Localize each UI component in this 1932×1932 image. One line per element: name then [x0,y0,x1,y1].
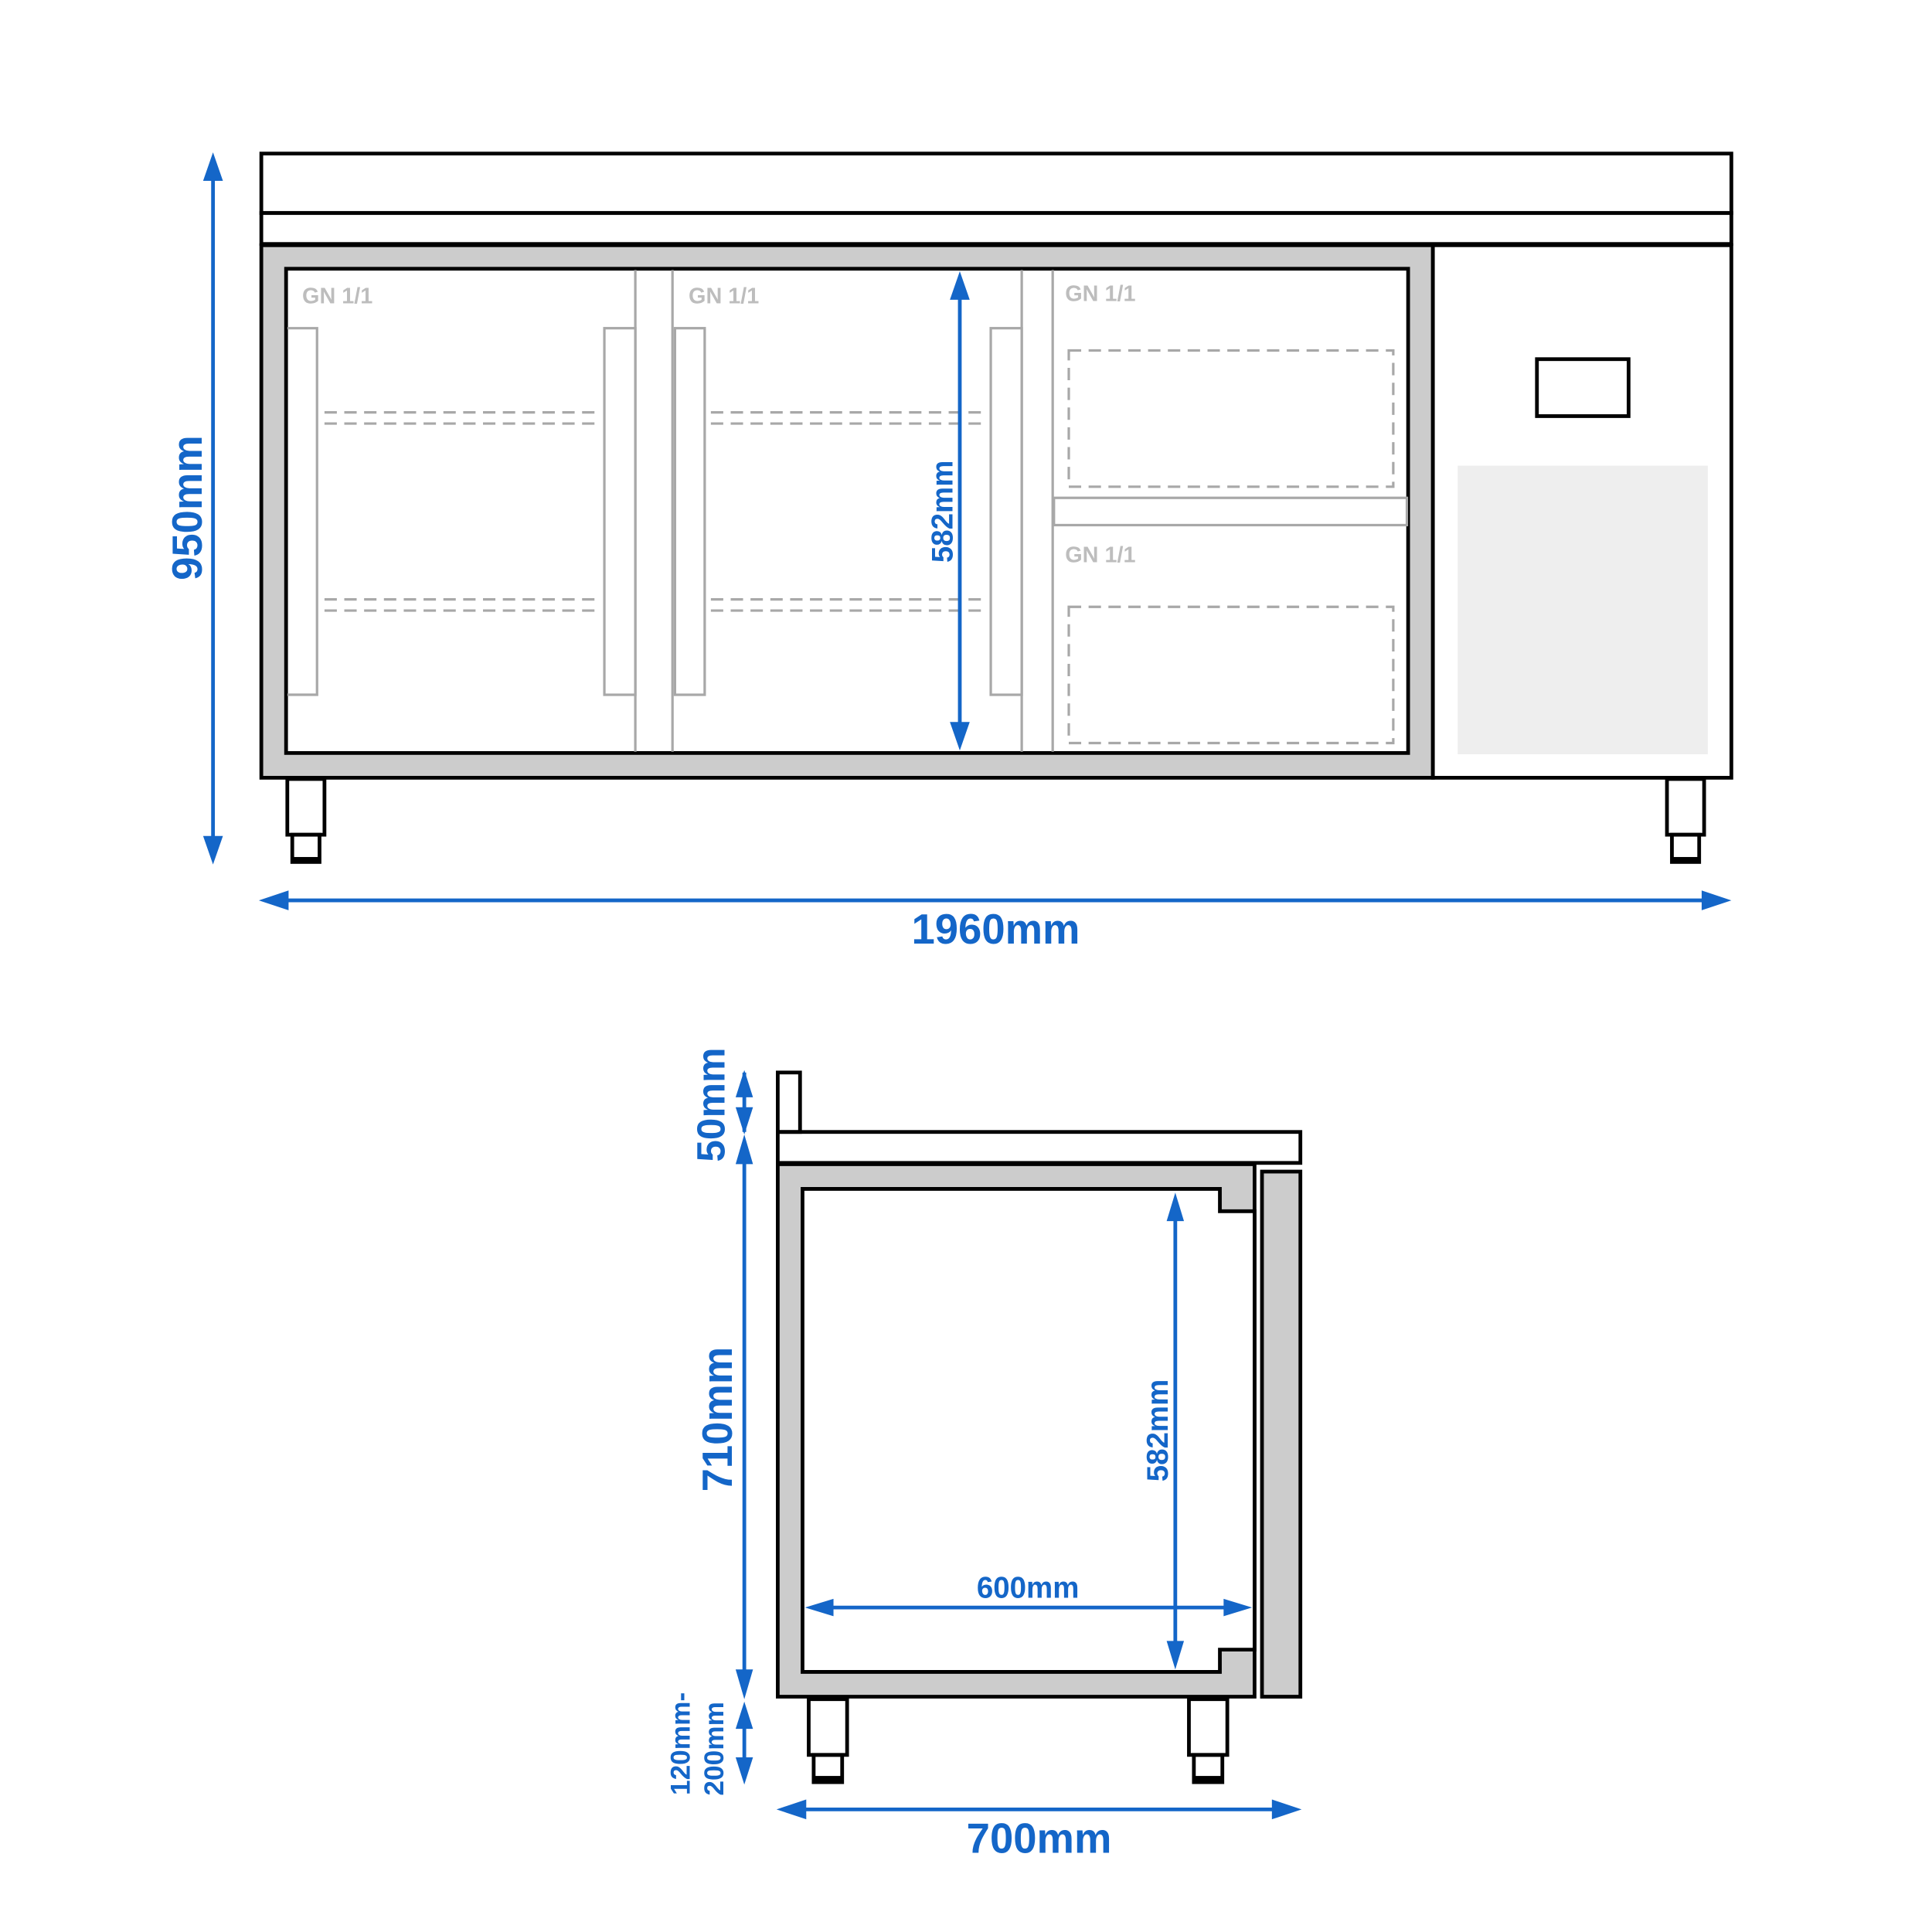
width-label: 1960mm [911,906,1080,953]
shelf-rail [324,598,595,612]
dimension-height: 950mm [164,152,223,865]
control-display [1535,357,1631,418]
leg-height-label-line1: 120mm- [666,1692,696,1795]
inner-depth-label: 600mm [977,1571,1080,1604]
side-inner-height-label: 582mm [1141,1379,1175,1482]
shelf-rail [324,411,595,425]
side-leg-left [807,1697,849,1784]
side-leg-right [1187,1697,1230,1784]
height-label: 950mm [164,435,211,580]
gn-label: GN 1/1 [1065,543,1135,568]
dimension-leg-height: 120mm- 200mm [666,1692,753,1796]
drawers: GN 1/1 GN 1/1 [1053,281,1409,745]
side-upstand [776,1070,802,1134]
gn-container-bottom [1067,605,1395,745]
side-door [1260,1169,1303,1699]
leg-height-label-line2: 200mm [699,1702,730,1796]
cabinet-opening [284,267,1410,755]
gn-container-top [1067,349,1395,488]
front-leg-left [285,777,327,864]
drawer-divider [1053,496,1409,527]
depth-label: 700mm [967,1815,1112,1862]
side-worktop [776,1130,1303,1165]
body-height-label: 710mm [694,1347,741,1492]
dimension-depth: 700mm [776,1799,1302,1862]
dimension-inner-depth: 600mm [804,1571,1253,1617]
side-view: 50mm 710mm 120mm- 200mm 700mm [666,1047,1303,1862]
gn-label: GN 1/1 [302,284,372,309]
door-1-left-handle [287,327,318,696]
gn-label: GN 1/1 [689,284,759,309]
dimension-body-height: 710mm [694,1134,753,1699]
dimension-upstand: 50mm [689,1047,753,1162]
door-2-left-handle [673,327,706,696]
shelf-rail [710,598,981,612]
dimension-side-inner-height: 582mm [1141,1192,1185,1670]
upstand-label: 50mm [689,1047,733,1162]
dimension-inner-height: 582mm [926,270,970,751]
shelf-rail [710,411,981,425]
front-view: GN 1/1 GN 1/1 GN 1/1 GN 1/1 [164,151,1733,953]
door-2: GN 1/1 [673,270,1054,752]
dimension-width: 1960mm [258,890,1732,953]
side-interior [801,1187,1257,1674]
front-worktop [259,211,1733,247]
gn-label: GN 1/1 [1065,281,1135,306]
door-1: GN 1/1 [287,270,674,752]
front-leg-right [1665,777,1706,864]
ventilation-grille [1458,465,1708,754]
front-upstand [259,151,1733,216]
inner-height-label: 582mm [926,461,959,563]
